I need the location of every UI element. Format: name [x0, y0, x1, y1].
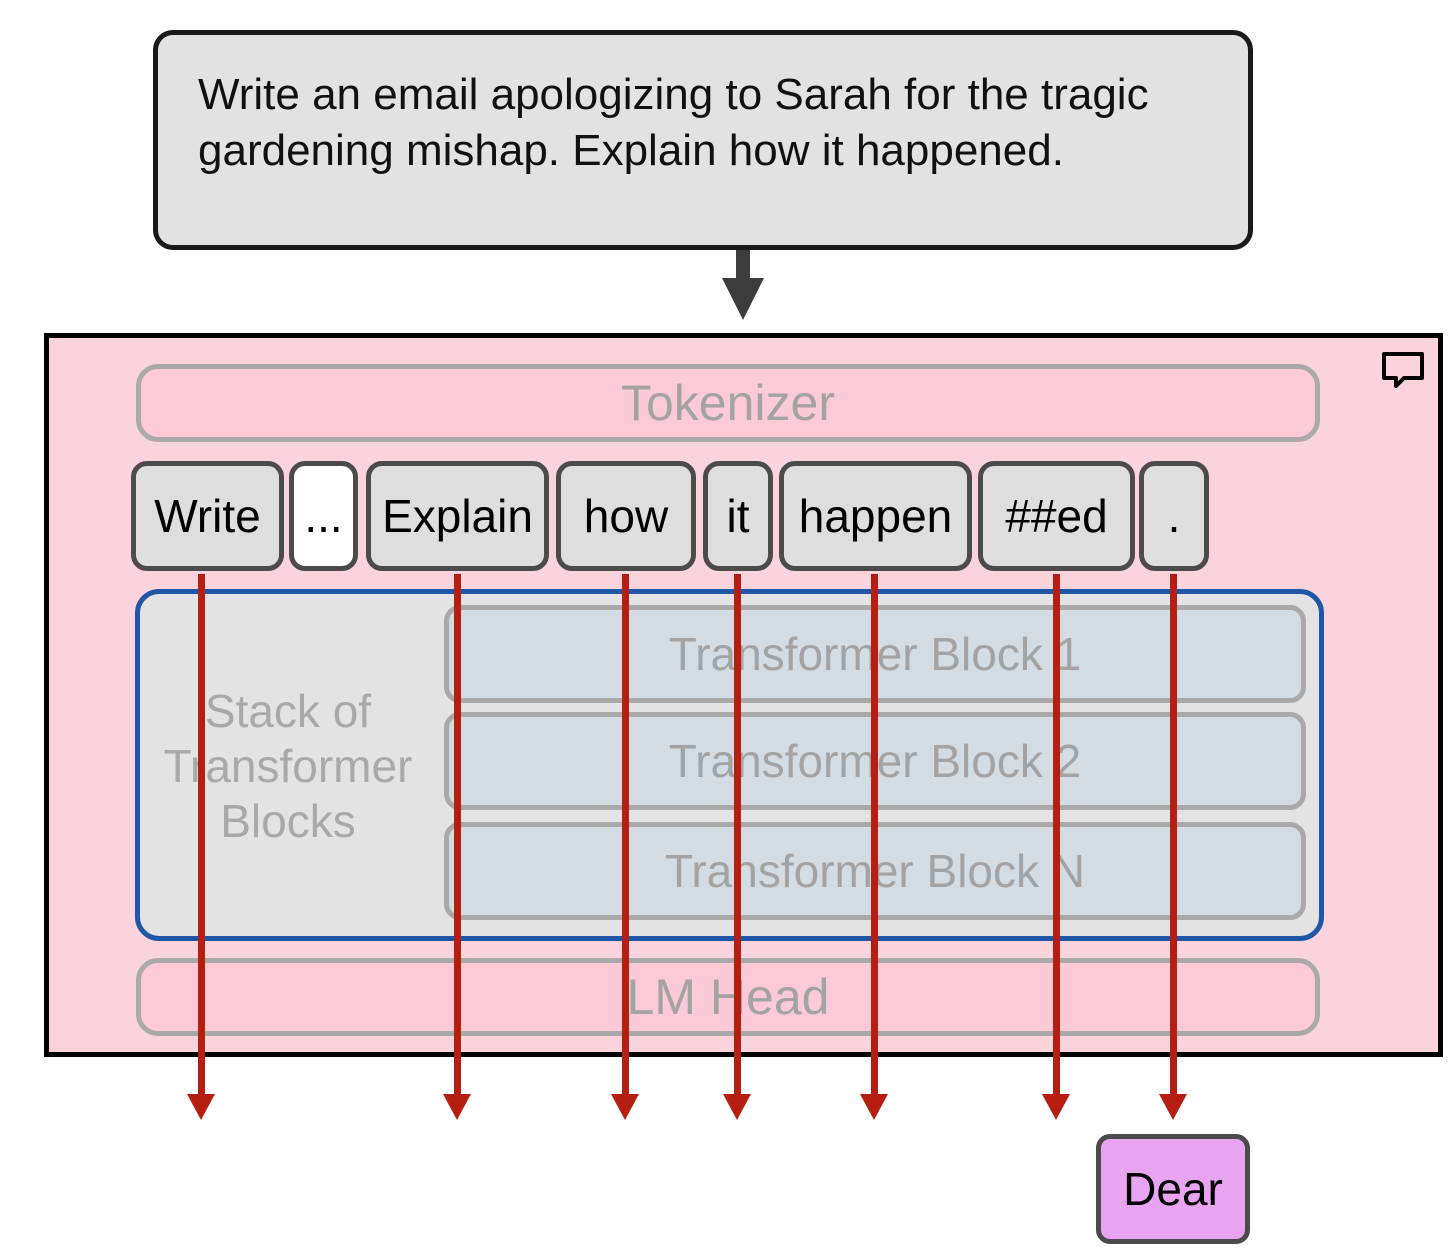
prompt-box: Write an email apologizing to Sarah for …	[153, 30, 1253, 250]
tokenizer-label: Tokenizer	[621, 375, 835, 431]
output-token-label: Dear	[1123, 1163, 1223, 1215]
token-label: it	[726, 490, 750, 542]
token-write: Write	[131, 461, 284, 571]
down-arrow-icon	[722, 250, 764, 320]
token-label: how	[583, 490, 669, 542]
flow-arrow-explain	[443, 574, 471, 1120]
token-label: ...	[304, 490, 343, 542]
token-it: it	[703, 461, 773, 571]
output-token: Dear	[1096, 1134, 1250, 1244]
token-explain: Explain	[366, 461, 549, 571]
stack-label: Stack of Transformer Blocks	[163, 685, 413, 847]
prompt-text: Write an email apologizing to Sarah for …	[198, 70, 1149, 175]
flow-arrow-it	[723, 574, 751, 1120]
tokenizer-bar: Tokenizer	[136, 364, 1320, 442]
token-ellipsis: ...	[289, 461, 358, 571]
token-label: ##ed	[1005, 490, 1108, 542]
comment-icon	[1382, 352, 1424, 388]
token-label: happen	[798, 490, 953, 542]
flow-arrow-period	[1159, 574, 1187, 1120]
token-period: .	[1139, 461, 1209, 571]
token-happen: happen	[779, 461, 972, 571]
token-label: Write	[154, 490, 261, 542]
flow-arrow-how	[611, 574, 639, 1120]
token-ed: ##ed	[978, 461, 1135, 571]
flow-arrow-ed	[1042, 574, 1070, 1120]
lm-head-bar: LM Head	[136, 958, 1320, 1036]
token-how: how	[556, 461, 696, 571]
flow-arrow-happen	[860, 574, 888, 1120]
lm-head-label: LM Head	[626, 969, 830, 1025]
token-label: Explain	[382, 490, 533, 542]
token-label: .	[1167, 490, 1181, 542]
flow-arrow-write	[187, 574, 215, 1120]
